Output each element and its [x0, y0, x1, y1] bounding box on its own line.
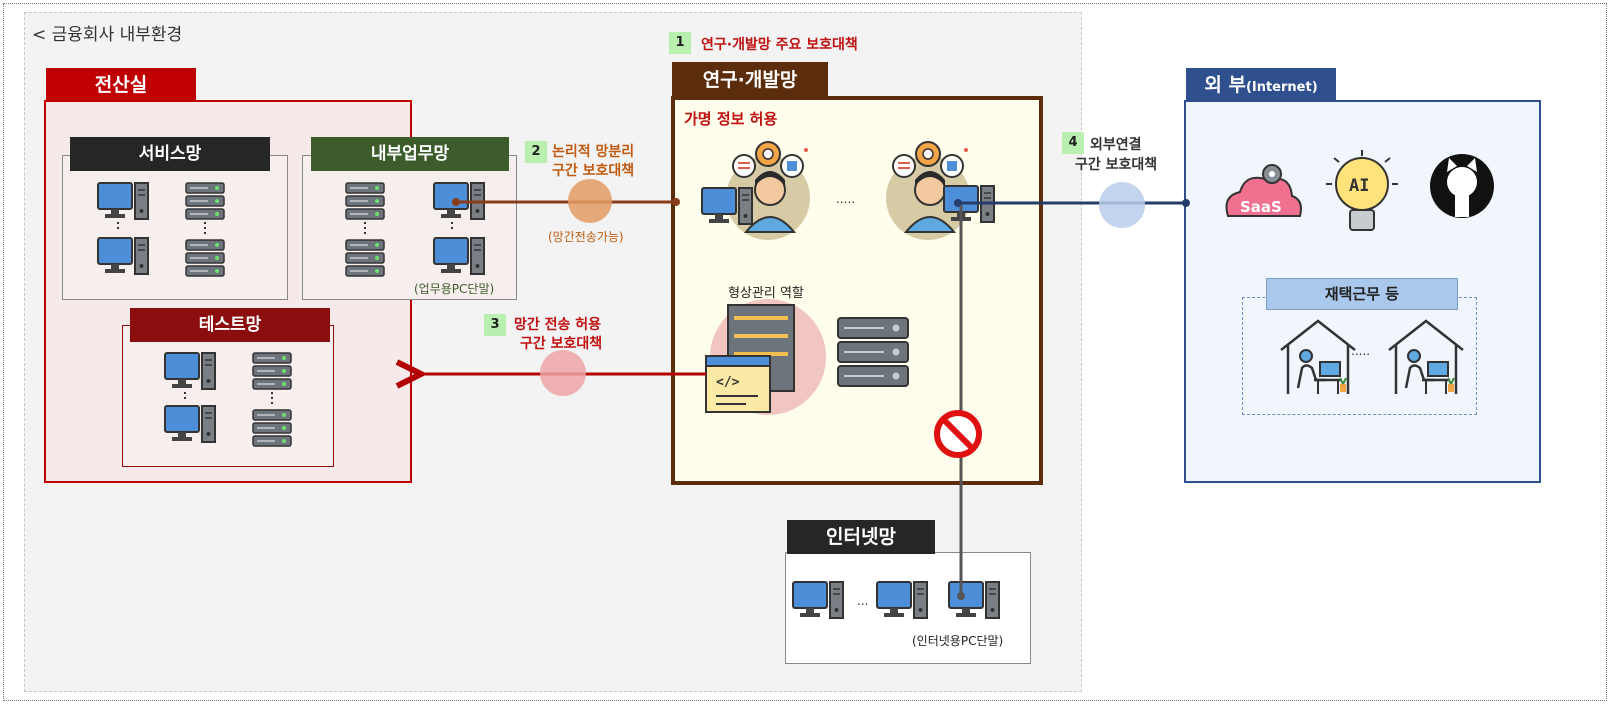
service-pc-icon-1 [97, 182, 149, 220]
service-net-title: 서비스망 [138, 144, 202, 164]
callout-1-number: 1 [669, 32, 691, 54]
internal-net-title: 내부업무망 [370, 144, 450, 164]
remote-home-icon-2 [1387, 319, 1465, 396]
internet-net-title: 인터넷망 [826, 526, 896, 548]
internal-pc-label: (업무용PC단말) [414, 282, 495, 296]
external-title-main: 외 부 [1204, 74, 1246, 96]
internal-environment-title: < 금융회사 내부환경 [32, 25, 183, 45]
blocked-icon [934, 410, 982, 458]
callout-2-number: 2 [525, 141, 547, 163]
rnd-tab: 연구·개발망 [672, 62, 828, 98]
internet-pc-icon-2 [876, 581, 928, 619]
rnd-server-icon [837, 317, 909, 387]
callout-2-note: (망간전송가능) [548, 230, 624, 244]
callout-4-line1: 외부연결 [1090, 137, 1142, 153]
service-server-icon-1 [185, 182, 225, 220]
saas-cloud-icon [1225, 164, 1302, 217]
test-pc-icon-2 [164, 405, 216, 443]
test-net-box [122, 325, 334, 467]
callout-4-number: 4 [1062, 132, 1084, 154]
developer-pc-icon-1 [701, 187, 753, 225]
external-tab: 외 부(Internet) [1186, 68, 1336, 102]
callout-2-marker [568, 179, 612, 223]
pseudonym-label: 가명 정보 허용 [684, 110, 778, 128]
test-net-tab: 테스트망 [130, 308, 330, 342]
config-mgmt-label: 형상관리 역할 [728, 286, 804, 301]
internet-ellipsis: ... [857, 594, 869, 608]
datacenter-title: 전산실 [94, 74, 148, 96]
internet-pc-icon-1 [792, 581, 844, 619]
callout-2-line1: 논리적 망분리 [552, 144, 635, 160]
test-pc-icon-1 [164, 352, 216, 390]
remote-work-tab: 재택근무 등 [1266, 278, 1458, 310]
svg-text:</>: </> [716, 375, 740, 390]
test-net-title: 테스트망 [198, 315, 262, 335]
outer-frame [3, 3, 1607, 701]
service-server-icon-2 [185, 239, 225, 277]
internal-net-box [302, 155, 517, 300]
callout-2-line2: 구간 보호대책 [552, 163, 635, 179]
callout-3-marker [540, 350, 586, 396]
internal-pc-icon-2 [433, 237, 485, 275]
github-icon [1430, 154, 1494, 218]
callout-4-line2: 구간 보호대책 [1075, 157, 1158, 173]
callout-3-number: 3 [484, 314, 506, 336]
saas-label: SaaS [1240, 198, 1282, 216]
rnd-ellipsis: ..... [836, 192, 856, 206]
ai-label: AI [1349, 176, 1369, 196]
callout-3-line1: 망간 전송 허용 [514, 317, 602, 333]
internal-net-tab: 내부업무망 [311, 137, 509, 171]
rnd-title: 연구·개발망 [702, 69, 798, 91]
test-server-icon-2 [252, 409, 292, 447]
service-net-box [62, 155, 288, 300]
internet-net-tab: 인터넷망 [787, 520, 935, 554]
remote-work-label: 재택근무 등 [1324, 285, 1400, 303]
rnd-box [671, 96, 1043, 485]
callout-4-marker [1099, 182, 1145, 228]
remote-home-icon-1 [1279, 319, 1357, 396]
external-title-sub: (Internet) [1245, 80, 1318, 95]
service-pc-icon-2 [97, 237, 149, 275]
ai-bulb-icon [1326, 150, 1398, 231]
datacenter-tab: 전산실 [46, 68, 196, 102]
callout-1-text: 연구·개발망 주요 보호대책 [701, 37, 858, 53]
internet-pc-icon-3 [948, 581, 1000, 619]
callout-3-line2: 구간 보호대책 [520, 336, 603, 352]
internal-server-icon-1 [345, 182, 385, 220]
remote-ellipsis: ..... [1351, 344, 1371, 358]
test-server-icon-1 [252, 352, 292, 390]
internal-server-icon-2 [345, 239, 385, 277]
internet-pc-label: (인터넷용PC단말) [912, 634, 1004, 648]
service-net-tab: 서비스망 [70, 137, 270, 171]
